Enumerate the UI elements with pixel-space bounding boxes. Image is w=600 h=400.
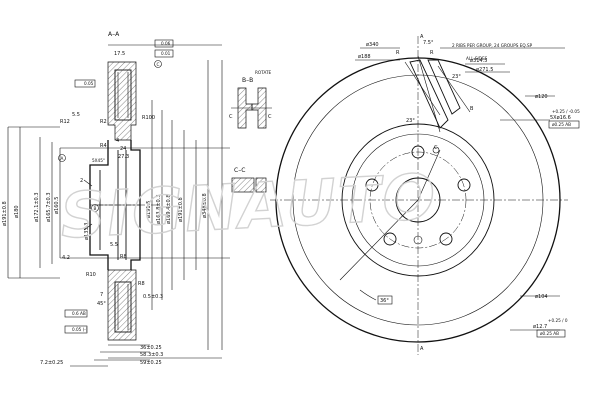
section-c-marker: C (434, 145, 438, 151)
tol-frame-parallel-top (154, 49, 174, 58)
holes-5x16-6-tol: +0.25 / -0.05 (552, 109, 580, 114)
dia-172: ø172.1±0.3 (34, 192, 40, 222)
datum-a: A (61, 156, 64, 161)
dim-4: 4 (116, 138, 119, 144)
bolt-hole-3 (439, 232, 453, 246)
dim-27-3: 27.3 (118, 154, 129, 160)
chamfer-5x45: 5X45° (92, 158, 105, 163)
dim-4-2: 4.2 (62, 255, 70, 261)
angle-23-left: 23° (406, 118, 415, 124)
angle-23-top: 23° (452, 74, 461, 80)
dia-271-5: ø271.5 (476, 67, 493, 73)
dia-165: ø165.7±0.3 (46, 192, 52, 222)
bolt-hole-2 (457, 178, 471, 192)
dia-104: ø104 (535, 294, 548, 300)
dia-191-5: ø191.5 (146, 201, 152, 218)
dim-5-5: 5.5 (72, 112, 80, 118)
radius-r100: R100 (142, 115, 155, 121)
section-aa-title: A–A (108, 31, 120, 38)
dia-120: ø120 (535, 94, 548, 100)
dia-188: ø188 (358, 54, 371, 60)
datum-b: B (94, 206, 97, 211)
radius-r8b: R8 (138, 281, 145, 287)
bb-c-right: C (268, 114, 272, 120)
tol-parallel-top: 0.01 (161, 51, 171, 56)
dia-348: ø348±0.8 (202, 193, 208, 218)
dim-7-2: 7.2±0.25 (40, 360, 63, 366)
tol-runout: 0.05 (-) (72, 327, 88, 332)
brand-watermark: SIGNAUTO (59, 160, 439, 253)
angle-45: 45° (97, 301, 106, 307)
dim-59: 59±0.25 (140, 360, 162, 366)
section-cc: C–C (231, 167, 267, 193)
holes-12-7: ø12.7 (533, 324, 547, 330)
dia-169: ø169.4±0.8 (166, 194, 172, 224)
pos-tol-1: ø0.25 AB (552, 122, 571, 127)
dim-2: 2 (80, 178, 83, 184)
datum-c: C (157, 62, 160, 67)
front-view: B A ø340 ø188 7.5° 2 RIBS PER GROUP, 24 … (270, 34, 580, 355)
dim-36: 36±0.25 (140, 345, 162, 351)
section-aa: A–A (2, 31, 230, 367)
radius-r-left: R (396, 50, 400, 56)
angle-36: 36° (380, 298, 389, 304)
dim-0-5: 0.5±0.3 (143, 294, 163, 300)
radius-r12: R12 (60, 119, 70, 125)
dia-340: ø340 (366, 42, 379, 48)
angle-7-5: 7.5° (423, 40, 434, 46)
tol-frame-runout (64, 325, 88, 334)
ribs-note: 2 RIBS PER GROUP, 24 GROUPS EQ.SP (452, 43, 533, 48)
pos-tol-2: ø0.25 AB (540, 331, 559, 336)
dim-7: 7 (100, 292, 103, 298)
dia-163: ø163.8±0.3 (156, 194, 162, 224)
dim-24: 24 (120, 146, 126, 152)
holes-12-7-tol: +0.25 / 0 (548, 318, 568, 323)
bb-c-left: C (229, 114, 233, 120)
front-pos-frame-2 (536, 329, 566, 338)
all-sides-note: ALL SIDES (466, 56, 488, 61)
section-cc-title: C–C (234, 167, 245, 174)
section-bb-title: B–B (242, 77, 253, 84)
dim-58-3: 58.3±0.3 (140, 352, 163, 358)
angle-36-box (377, 295, 393, 305)
datum-c-circle (154, 60, 162, 68)
dim-17-5: 17.5 (114, 51, 125, 57)
dia-191-left: ø191±0.8 (2, 201, 8, 226)
tol-flatness-left: 0.05 (84, 81, 94, 86)
small-hole-2 (432, 146, 440, 154)
front-pos-frame-1 (548, 120, 580, 129)
datum-b-circle (91, 204, 99, 212)
tol-frame-flatness-top (154, 39, 174, 48)
radius-r10: R10 (86, 272, 96, 278)
dia-180: ø180 (14, 205, 20, 218)
tol-frame-flatness-left (74, 79, 96, 88)
datum-a-circle (58, 154, 66, 162)
tol-frame-position (64, 309, 88, 318)
section-b-marker: B (470, 106, 474, 112)
bolt-hole-5 (365, 178, 379, 192)
dia-133: ø133.3 (84, 223, 90, 240)
dim-5-5b: 5.5 (110, 242, 118, 248)
dia-191-right: ø191±0.8 (178, 197, 184, 222)
axis-a-top: A (420, 34, 424, 40)
holes-5x16-6: 5Xø16.6 (550, 115, 571, 121)
dia-160: ø160.5 (54, 197, 60, 214)
tol-position: 0.6 AB (72, 311, 86, 316)
rotate-label: ROTATE (255, 70, 272, 75)
axis-a-bottom: A (420, 346, 424, 352)
radius-r2: R2 (100, 119, 107, 125)
radius-r4: R4 (100, 143, 107, 149)
tol-flatness-top: 0.06 (161, 41, 171, 46)
section-bb: ROTATE B–B C C (229, 70, 272, 129)
radius-r8a: R8 (120, 254, 127, 260)
dia-314-5: ø314.5 (470, 58, 487, 64)
radius-r-right: R (430, 50, 434, 56)
bolt-hole-4 (383, 232, 397, 246)
